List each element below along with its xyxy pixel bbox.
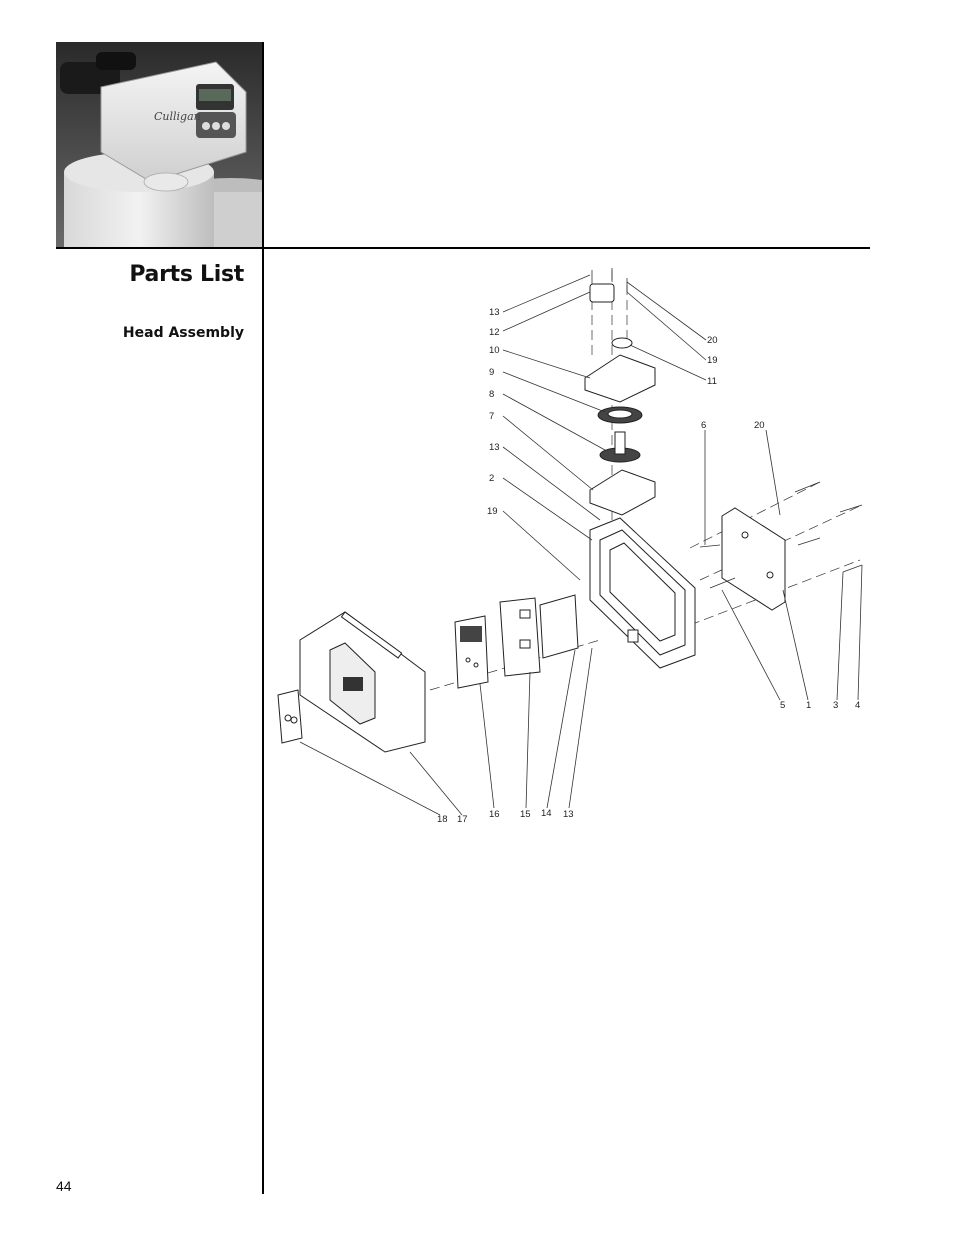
- callout-1: 1: [806, 700, 811, 711]
- callout-17: 17: [457, 814, 468, 825]
- callout-5: 5: [780, 700, 785, 711]
- brand-logo: Culligan: [154, 110, 201, 123]
- callout-18: 18: [437, 814, 448, 825]
- header-rule: [56, 247, 870, 249]
- callout-6: 6: [701, 420, 706, 431]
- callout-19-right: 19: [707, 355, 718, 366]
- callout-12: 12: [489, 327, 500, 338]
- callout-4: 4: [855, 700, 860, 711]
- callout-11: 11: [707, 376, 717, 387]
- callout-13-top: 13: [489, 307, 500, 318]
- callout-16: 16: [489, 809, 500, 820]
- callout-20-top: 20: [707, 335, 718, 346]
- callout-13-bottom: 13: [563, 809, 574, 820]
- callout-9: 9: [489, 367, 494, 378]
- callout-8: 8: [489, 389, 494, 400]
- callout-7: 7: [489, 411, 494, 422]
- margin-rule: [262, 42, 264, 1194]
- product-photo: Culligan: [56, 42, 263, 248]
- callout-3: 3: [833, 700, 838, 711]
- callout-14: 14: [541, 808, 552, 819]
- callout-10: 10: [489, 345, 500, 356]
- page-number: 44: [56, 1178, 72, 1194]
- callout-15: 15: [520, 809, 531, 820]
- callout-13-mid: 13: [489, 442, 500, 453]
- callout-19-left: 19: [487, 506, 498, 517]
- callout-20-right: 20: [754, 420, 765, 431]
- page-title: Parts List: [129, 262, 244, 287]
- exploded-parts-diagram: 13 12 10 9 8 7 13 2 19 20 19 11 6 20 5 1…: [265, 260, 885, 840]
- section-heading: Head Assembly: [122, 325, 244, 341]
- callout-2: 2: [489, 473, 494, 484]
